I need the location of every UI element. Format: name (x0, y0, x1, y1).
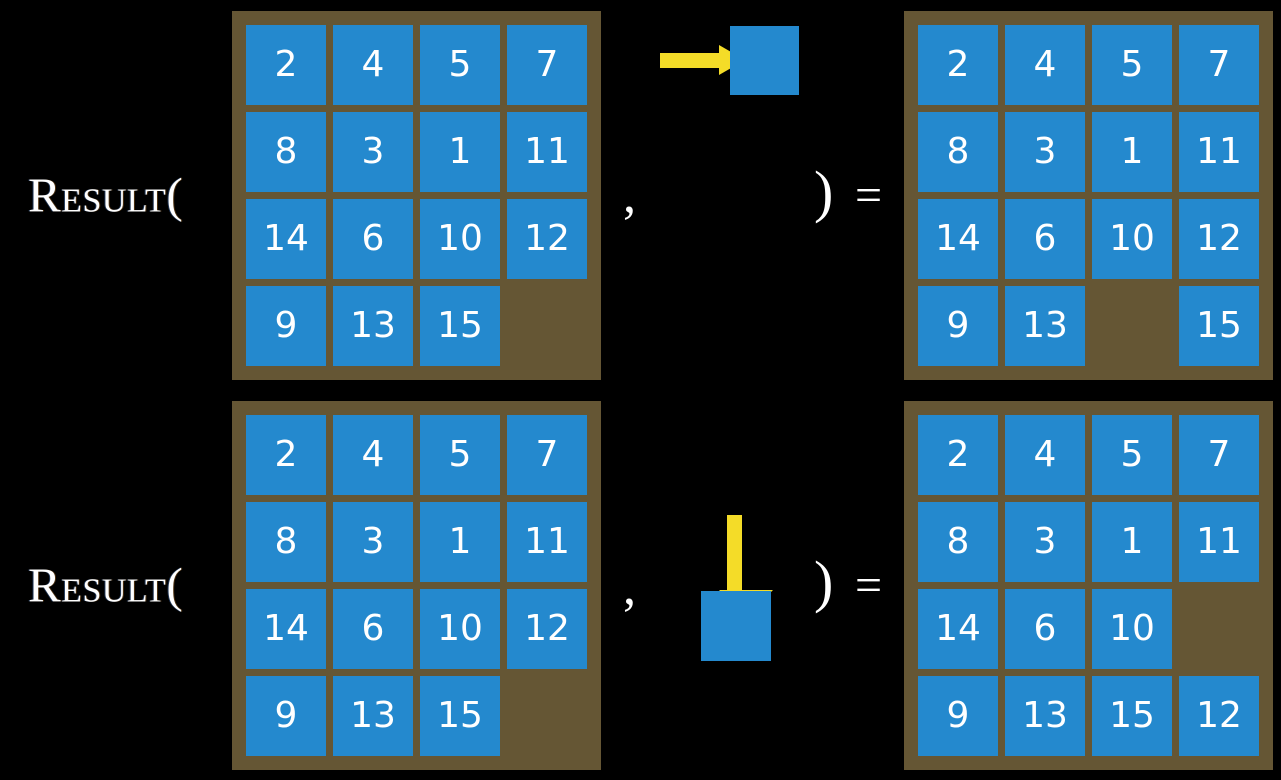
tile: 9 (246, 286, 326, 366)
tile: 1 (420, 502, 500, 582)
tile: 6 (1005, 199, 1085, 279)
result-function-label-row1: Result( (28, 167, 184, 223)
tile: 3 (1005, 502, 1085, 582)
tile: 2 (918, 25, 998, 105)
tile: 13 (333, 286, 413, 366)
output-board-row1: 2 4 5 7 8 3 1 11 14 6 10 12 9 13 15 (904, 11, 1273, 380)
result-function-label-row2: Result( (28, 557, 184, 613)
paren-close: ) (814, 159, 834, 224)
tile: 5 (420, 25, 500, 105)
input-board-row2: 2 4 5 7 8 3 1 11 14 6 10 12 9 13 15 (232, 401, 601, 770)
tile: 1 (420, 112, 500, 192)
tile: 15 (1179, 286, 1259, 366)
tile: 8 (246, 502, 326, 582)
tile: 12 (507, 589, 587, 669)
tile: 10 (420, 199, 500, 279)
output-board-row2: 2 4 5 7 8 3 1 11 14 6 10 9 13 15 12 (904, 401, 1273, 770)
tile: 5 (1092, 415, 1172, 495)
tile: 4 (1005, 415, 1085, 495)
tile: 13 (1005, 286, 1085, 366)
empty-slot (1179, 589, 1259, 669)
input-board-row1: 2 4 5 7 8 3 1 11 14 6 10 12 9 13 15 (232, 11, 601, 380)
tile: 4 (333, 415, 413, 495)
tile: 10 (420, 589, 500, 669)
tile: 4 (333, 25, 413, 105)
tile: 9 (918, 286, 998, 366)
tile: 11 (507, 112, 587, 192)
tile: 12 (1179, 199, 1259, 279)
tile: 10 (1092, 199, 1172, 279)
tile: 3 (333, 112, 413, 192)
tile: 15 (420, 286, 500, 366)
tile: 15 (420, 676, 500, 756)
empty-slot (507, 286, 587, 366)
tile: 5 (420, 415, 500, 495)
tile: 7 (1179, 25, 1259, 105)
tile: 14 (918, 589, 998, 669)
tile: 9 (246, 676, 326, 756)
tile: 7 (1179, 415, 1259, 495)
tile: 6 (1005, 589, 1085, 669)
tile: 14 (918, 199, 998, 279)
paren-close: ) (814, 549, 834, 614)
tile: 2 (246, 415, 326, 495)
equals-sign: = (855, 559, 883, 612)
tile: 15 (1092, 676, 1172, 756)
equation-row-right-move: Result( 2 4 5 7 8 3 1 11 14 6 10 12 9 13… (28, 0, 1273, 390)
comma-separator: , (623, 559, 636, 616)
tile: 12 (507, 199, 587, 279)
input-grid-row2: 2 4 5 7 8 3 1 11 14 6 10 12 9 13 15 (246, 415, 587, 756)
empty-slot (1092, 286, 1172, 366)
tile: 2 (246, 25, 326, 105)
arrow-down-icon-shaft (727, 515, 742, 598)
operator-group-row2: , ) = (601, 390, 904, 780)
tile: 8 (918, 112, 998, 192)
tile: 9 (918, 676, 998, 756)
tile: 2 (918, 415, 998, 495)
tile: 13 (1005, 676, 1085, 756)
moving-tile-glyph (730, 26, 799, 95)
tile: 11 (507, 502, 587, 582)
comma-separator: , (623, 167, 636, 224)
tile: 12 (1179, 676, 1259, 756)
tile: 10 (1092, 589, 1172, 669)
output-grid-row1: 2 4 5 7 8 3 1 11 14 6 10 12 9 13 15 (918, 25, 1259, 366)
tile: 1 (1092, 112, 1172, 192)
tile: 7 (507, 415, 587, 495)
tile: 3 (333, 502, 413, 582)
tile: 14 (246, 199, 326, 279)
input-grid-row1: 2 4 5 7 8 3 1 11 14 6 10 12 9 13 15 (246, 25, 587, 366)
equals-sign: = (855, 169, 883, 222)
tile: 6 (333, 589, 413, 669)
empty-slot (507, 676, 587, 756)
arrow-right-icon-shaft (660, 53, 738, 68)
operator-group-row1: , ) = (601, 0, 904, 390)
tile: 14 (246, 589, 326, 669)
tile: 11 (1179, 112, 1259, 192)
tile: 1 (1092, 502, 1172, 582)
tile: 3 (1005, 112, 1085, 192)
tile: 8 (246, 112, 326, 192)
tile: 5 (1092, 25, 1172, 105)
output-grid-row2: 2 4 5 7 8 3 1 11 14 6 10 9 13 15 12 (918, 415, 1259, 756)
moving-tile-glyph (701, 591, 771, 661)
tile: 13 (333, 676, 413, 756)
equation-row-down-move: Result( 2 4 5 7 8 3 1 11 14 6 10 12 9 13… (0, 390, 1281, 780)
tile: 4 (1005, 25, 1085, 105)
tile: 7 (507, 25, 587, 105)
tile: 6 (333, 199, 413, 279)
tile: 11 (1179, 502, 1259, 582)
tile: 8 (918, 502, 998, 582)
